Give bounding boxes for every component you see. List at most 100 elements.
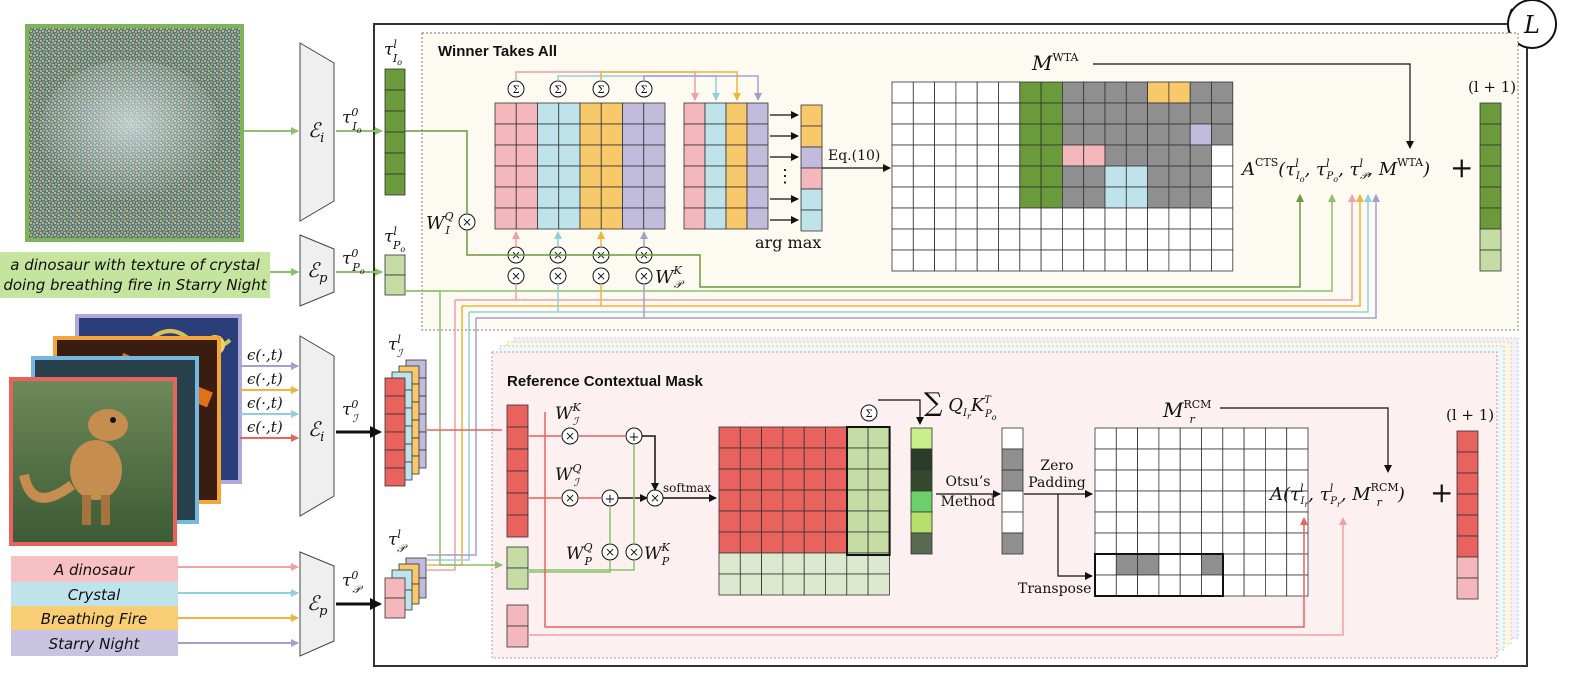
wta-mask-cell [1147, 144, 1170, 167]
wta-query-branch [466, 194, 1304, 288]
wta-argmax-cell [683, 123, 706, 146]
wta-mask-cell [1104, 207, 1127, 230]
wta-mask-cell [1168, 186, 1191, 209]
rcm-mask-cell [1115, 427, 1139, 450]
wta-mask-cell [1083, 144, 1106, 167]
noise-label-2: ϵ(·,t) [247, 370, 283, 388]
wta-mask-cell [1019, 165, 1042, 188]
wta-attention-cell [579, 144, 602, 167]
rcm-mul-wk: × [561, 427, 579, 445]
svg-text:×: × [565, 491, 575, 505]
wta-mask-cell [1168, 123, 1191, 146]
rcm-mask-cell [1243, 574, 1266, 597]
rcm-mask-cell [1158, 427, 1181, 450]
svg-text:×: × [639, 269, 649, 283]
rcm-mask-cell [1137, 469, 1160, 492]
rcm-output-cell [1456, 430, 1479, 453]
rcm-output-cell [1456, 514, 1479, 537]
rcm-mul-softmax: × [646, 489, 664, 507]
wta-sigma-nodes: Σ Σ Σ Σ [507, 80, 653, 98]
token-cell-reference-image [384, 395, 406, 415]
wta-argmax-result-cell [800, 167, 823, 190]
rcm-attention-cell [718, 573, 741, 596]
token-cell-reference-prompt [384, 597, 406, 619]
rcm-attention-cell [825, 531, 848, 554]
rcm-attention-cell [825, 552, 848, 575]
wta-mask-cell [1147, 249, 1170, 272]
wta-mask-cell [1062, 123, 1085, 146]
token-cell-reference-prompt [384, 577, 406, 599]
wta-attention-cell [600, 144, 623, 167]
rcm-mask-cell [1201, 553, 1224, 576]
rcm-attention-cell [846, 468, 869, 491]
wta-argmax-cell [725, 144, 748, 167]
wta-argmax-result-cell [800, 188, 823, 211]
rcm-attention-cell [782, 447, 805, 470]
wta-mask-cell [1189, 144, 1212, 167]
rcm-attention-cell [846, 426, 869, 449]
wta-mask-cell [1040, 144, 1063, 167]
svg-text:ℰp: ℰp [307, 591, 328, 619]
wta-mask-cell [1147, 165, 1170, 188]
wta-argmax-cell [725, 207, 748, 230]
main-frame [373, 23, 1528, 667]
wta-attention-cell [579, 165, 602, 188]
rcm-mask-cell [1222, 469, 1245, 492]
rcm-score-cell [910, 427, 933, 450]
wta-mask-cell [1125, 249, 1149, 272]
wta-mask-cell [976, 102, 999, 125]
wta-mask-cell [976, 249, 999, 272]
rcm-mask-cell [1265, 448, 1288, 471]
rcm-selected-columns [846, 426, 891, 556]
rcm-mask-cell [1094, 574, 1117, 597]
wta-attention-cell [515, 123, 538, 146]
wta-argmax-result-cell [800, 104, 823, 127]
wta-attention-matrix [494, 102, 666, 230]
wta-mask-cell [1062, 102, 1085, 125]
noisy-image [25, 24, 244, 242]
rcm-mask-cell [1201, 427, 1224, 450]
wta-mask-cell [1104, 81, 1127, 104]
wta-mask-cell [1211, 165, 1234, 188]
rcm-mask-cell [1286, 532, 1309, 555]
rcm-attention-cell [825, 573, 848, 596]
rcm-attention-cell [739, 531, 762, 554]
wta-mask-cell [891, 144, 914, 167]
wta-output-column [1479, 102, 1502, 272]
rcm-mask-cell [1243, 553, 1266, 576]
wta-mask-cell [1040, 165, 1063, 188]
rcm-prompt-token-cell [506, 567, 529, 590]
wta-mask-cell [1211, 123, 1234, 146]
wta-mask-cell [934, 165, 957, 188]
wta-attention-cell [579, 102, 602, 125]
wta-attention-cell [537, 123, 560, 146]
wta-mask-cell [1168, 165, 1191, 188]
rcm-mask-cell [1265, 553, 1288, 576]
rcm-mask-cell [1137, 511, 1160, 534]
wta-mask-cell [1040, 207, 1063, 230]
wta-attention-cell [643, 123, 666, 146]
wta-mask-cell [1189, 186, 1212, 209]
rcm-attention-cell [718, 426, 741, 449]
wta-mask-to-formula [1093, 63, 1414, 149]
rcm-mask-cell [1222, 511, 1245, 534]
rcm-output-column [1456, 430, 1479, 600]
wta-argmax-result-cell [800, 125, 823, 148]
rcm-attention-cell [803, 552, 826, 575]
wta-mask-cell [1211, 186, 1234, 209]
rcm-mask-cell [1179, 511, 1202, 534]
wta-mask-cell [934, 123, 957, 146]
rcm-attention-cell [825, 426, 848, 449]
rcm-binary-cell [1001, 427, 1024, 450]
wta-mask-cell [891, 186, 914, 209]
rcm-mask-cell [1094, 532, 1117, 555]
wta-attention-cell [494, 186, 517, 209]
wta-mask-cell [1062, 144, 1085, 167]
token-cell-reference-image [384, 449, 406, 469]
rcm-mask-cell [1243, 469, 1266, 492]
wta-mask-cell [998, 123, 1021, 146]
rcm-attention-cell [761, 447, 784, 470]
rcm-mask-cell [1222, 553, 1245, 576]
rcm-mask-cell [1222, 427, 1245, 450]
